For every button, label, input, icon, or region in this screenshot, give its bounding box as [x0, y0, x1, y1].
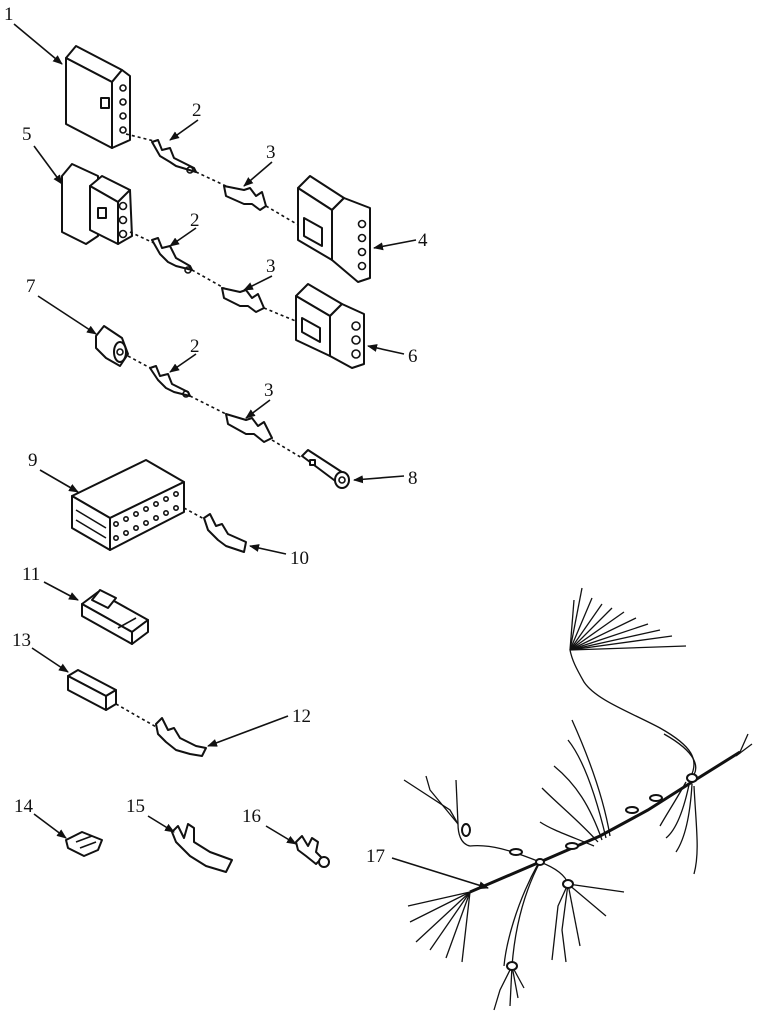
callout-17: 17 — [366, 846, 385, 867]
part-9-multi-pin-block — [71, 459, 185, 551]
leader-3-row3 — [245, 399, 271, 419]
part-16-ring-terminal — [295, 835, 330, 868]
callout-1: 1 — [4, 4, 14, 25]
callout-2-row2: 2 — [190, 210, 200, 231]
wire-path-d1 — [183, 507, 207, 521]
leader-2-row2 — [169, 227, 197, 247]
leader-7 — [37, 295, 97, 335]
callout-12: 12 — [292, 706, 311, 727]
callout-6: 6 — [408, 346, 418, 367]
callout-5: 5 — [22, 124, 32, 145]
leader-13 — [31, 647, 69, 673]
part-7-single-plug — [95, 325, 129, 367]
wire-path-b2 — [191, 269, 225, 289]
part-8-sleeve — [301, 449, 350, 489]
leader-4 — [373, 239, 417, 251]
wire-path-b3 — [263, 307, 299, 323]
part-2-terminal-row1 — [151, 139, 197, 174]
part-12-terminal — [155, 717, 207, 757]
part-1-connector-housing — [65, 45, 131, 149]
callout-3-row2: 3 — [266, 256, 276, 277]
callout-9: 9 — [28, 450, 38, 471]
wire-path-e1 — [115, 703, 159, 729]
leader-2-row1 — [169, 119, 199, 141]
leader-15 — [147, 815, 175, 833]
callout-13: 13 — [12, 630, 31, 651]
wire-path-a3 — [265, 205, 301, 227]
leader-16 — [265, 825, 297, 845]
callout-8: 8 — [408, 468, 418, 489]
wire-path-b1 — [129, 231, 157, 245]
leader-3-row2 — [243, 275, 273, 291]
part-4-mating-housing — [297, 175, 371, 283]
part-6-mating-housing — [295, 283, 365, 369]
callout-3-row3: 3 — [264, 380, 274, 401]
leader-2-row3 — [169, 353, 197, 373]
callout-16: 16 — [242, 806, 261, 827]
callout-11: 11 — [22, 564, 40, 585]
callout-2-row3: 2 — [190, 336, 200, 357]
part-2-terminal-row2 — [151, 237, 193, 274]
wire-path-c3 — [271, 439, 303, 459]
leader-6 — [367, 344, 405, 355]
callout-3-row1: 3 — [266, 142, 276, 163]
wire-path-a2 — [195, 171, 227, 187]
part-14-clip — [65, 831, 103, 857]
callout-15: 15 — [126, 796, 145, 817]
leader-9 — [39, 469, 79, 493]
part-3-terminal-row1 — [223, 185, 267, 211]
part-3-terminal-row2 — [221, 287, 265, 313]
part-2-terminal-row3 — [149, 365, 191, 398]
part-10-terminal — [203, 513, 247, 553]
leader-8 — [353, 475, 405, 484]
leader-14 — [33, 813, 67, 839]
part-9-pin-holes — [113, 490, 180, 541]
part-3-terminal-row3 — [225, 413, 273, 443]
callout-14: 14 — [14, 796, 34, 817]
part-5-connector-housing — [61, 163, 133, 245]
part-11-small-housing — [81, 589, 149, 645]
leader-3-row1 — [243, 161, 273, 187]
callout-10: 10 — [290, 548, 309, 569]
leader-12 — [207, 715, 289, 747]
leader-11 — [43, 581, 79, 601]
wire-path-c2 — [189, 395, 227, 415]
leader-10 — [249, 544, 287, 555]
leader-5 — [33, 145, 63, 185]
leader-1 — [13, 23, 63, 65]
callout-2-row1: 2 — [192, 100, 202, 121]
part-17-wiring-harness — [403, 587, 753, 1011]
part-15-spade-terminal — [171, 823, 233, 873]
leader-17 — [391, 857, 489, 890]
part-13-small-housing — [67, 669, 117, 711]
callout-4: 4 — [418, 230, 428, 251]
callout-7: 7 — [26, 276, 36, 297]
